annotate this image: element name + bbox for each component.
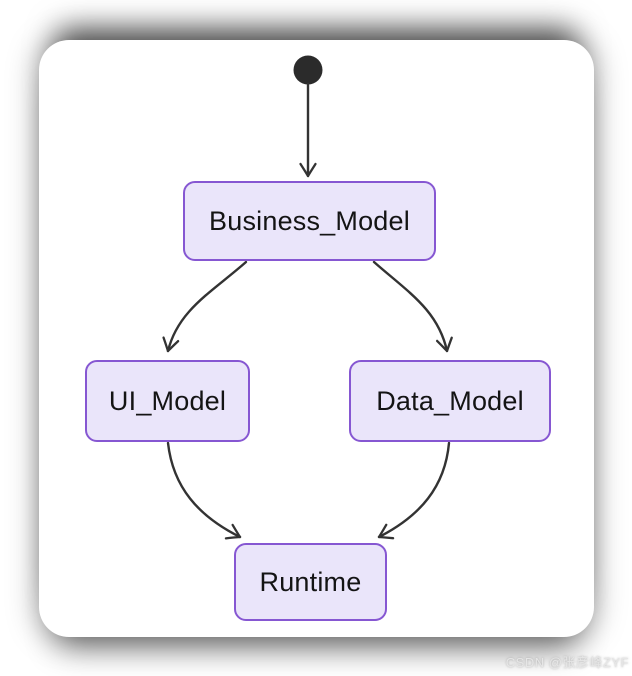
- watermark: CSDN @张彦峰ZYF: [505, 655, 629, 670]
- state-node-ui-model: UI_Model: [85, 360, 250, 442]
- diagram-card: [39, 40, 594, 637]
- initial-state-node: [293, 55, 323, 85]
- state-node-runtime: Runtime: [234, 543, 387, 621]
- state-node-data-model: Data_Model: [349, 360, 551, 442]
- edge-ui-model-to-runtime: [166, 441, 242, 540]
- edge-business-model-to-data-model: [372, 260, 453, 353]
- edge-data-model-to-runtime: [377, 441, 451, 540]
- state-node-business-model: Business_Model: [183, 181, 436, 261]
- edge-business-model-to-ui-model: [162, 260, 248, 353]
